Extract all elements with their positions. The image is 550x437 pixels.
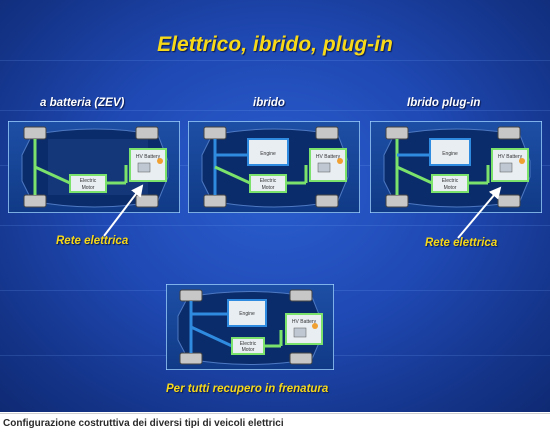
motor-label-1: Electric — [260, 178, 277, 184]
battery-label: HV Battery — [316, 154, 341, 160]
label-battery-ev: a batteria (ZEV) — [40, 97, 125, 109]
electric-motor-box — [431, 174, 469, 193]
motor-label-1: Electric — [240, 341, 257, 347]
wheel-rear-right — [315, 194, 339, 208]
electric-motor-box — [69, 174, 107, 193]
battery-label: HV Battery — [292, 319, 317, 325]
electric-motor-box — [249, 174, 287, 193]
slide-title: Elettrico, ibrido, plug-in — [157, 33, 393, 56]
engine-box — [227, 299, 267, 327]
grid-label-left: Rete elettrica — [56, 235, 129, 247]
motor-label-2: Motor — [82, 185, 95, 191]
wheel-rear-right — [135, 194, 159, 208]
slide: Elettrico, ibrido, plug-in a batteria (Z… — [0, 0, 550, 412]
wheel-rear-left — [497, 126, 521, 140]
wheel-rear-right — [289, 352, 313, 365]
regen-label: Per tutti recupero in frenatura — [166, 383, 329, 395]
wheel-front-right — [179, 352, 203, 365]
engine-label: Engine — [239, 311, 255, 317]
grid-arrows — [103, 184, 502, 239]
engine-label: Engine — [442, 151, 458, 157]
wheel-rear-right — [497, 194, 521, 208]
caption-divider — [0, 413, 550, 414]
diagram-regen-braking: Engine Electric Motor HV Battery — [166, 284, 334, 370]
motor-label-1: Electric — [442, 178, 459, 184]
engine-box — [429, 138, 471, 166]
wheel-front-left — [179, 289, 203, 302]
wheel-rear-left — [289, 289, 313, 302]
electric-motor-box — [231, 337, 265, 355]
grid-arrow-right — [457, 186, 502, 239]
engine-label: Engine — [260, 151, 276, 157]
grid-arrow-left — [103, 184, 144, 237]
engine-box — [247, 138, 289, 166]
battery-label: HV Battery — [136, 154, 161, 160]
wheel-rear-left — [315, 126, 339, 140]
diagram-hybrid: Engine Electric Motor HV Battery — [188, 121, 360, 213]
grid-label-right: Rete elettrica — [425, 237, 498, 249]
motor-label-2: Motor — [242, 347, 255, 353]
battery-label: HV Battery — [498, 154, 523, 160]
motor-label-1: Electric — [80, 178, 97, 184]
motor-label-2: Motor — [262, 185, 275, 191]
wheel-rear-left — [135, 126, 159, 140]
label-plugin-hybrid: Ibrido plug-in — [407, 97, 481, 109]
label-hybrid: ibrido — [253, 97, 285, 109]
motor-label-2: Motor — [444, 185, 457, 191]
figure-caption: Configurazione costruttiva dei diversi t… — [3, 418, 284, 429]
